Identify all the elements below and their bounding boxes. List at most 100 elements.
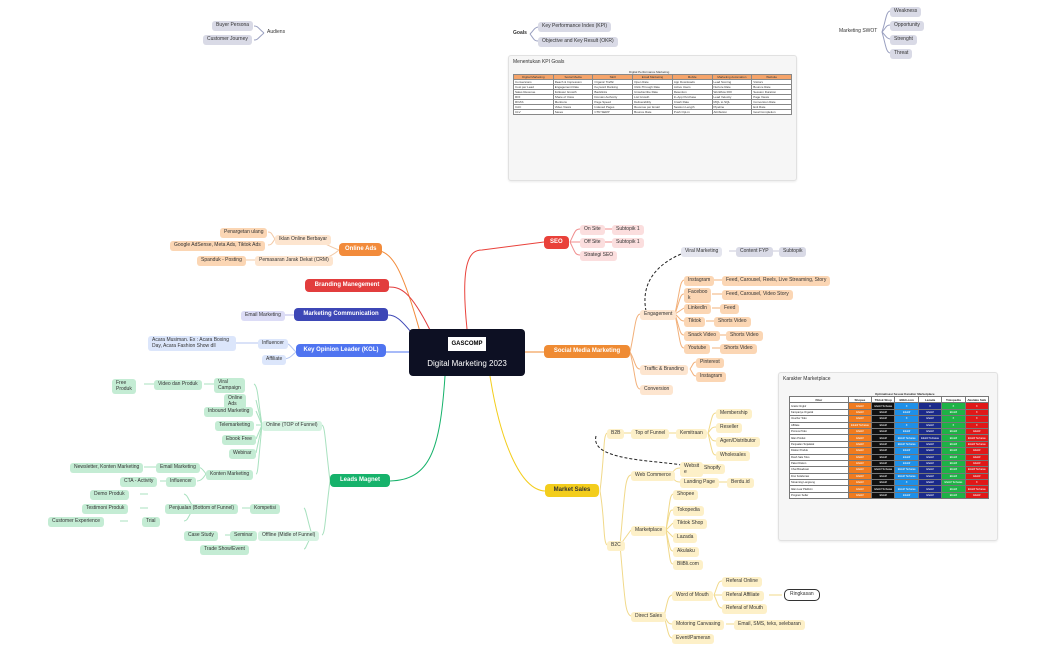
instagram-desc[interactable]: Feed, Carousel, Reels, Live Streaming, S… bbox=[722, 276, 831, 286]
tiktok-desc[interactable]: Shorts Video bbox=[714, 317, 751, 327]
telemarketing-node[interactable]: Telemarketing bbox=[215, 421, 255, 431]
subtopik-on-site[interactable]: Subtopik 1 bbox=[612, 225, 644, 235]
blibli-node[interactable]: BliBli.com bbox=[673, 560, 703, 570]
tokopedia-node[interactable]: Tokopedia bbox=[673, 506, 704, 516]
free-produk-node[interactable]: Free Produk bbox=[112, 379, 136, 394]
subtopik-off-site[interactable]: Subtopik 1 bbox=[612, 238, 644, 248]
marketplace-card[interactable]: Karakter Marketplace Optimalisasi Sesuai… bbox=[778, 372, 998, 541]
kol-node[interactable]: Key Opinion Leader (KOL) bbox=[296, 344, 386, 357]
influencer-leads-node[interactable]: Influencer bbox=[166, 477, 196, 487]
seminar-node[interactable]: Seminar bbox=[230, 531, 257, 541]
akulaku-node[interactable]: Akulaku bbox=[673, 547, 699, 557]
swot-opportunity[interactable]: Opportunity bbox=[890, 21, 924, 31]
swot-weakness[interactable]: Weakness bbox=[890, 7, 922, 17]
top-funnel-node[interactable]: Top of Funnel bbox=[631, 429, 670, 439]
customer-journey-node[interactable]: Customer Journey bbox=[203, 35, 252, 45]
b2c-node[interactable]: B2C bbox=[607, 541, 625, 551]
inbound-marketing-node[interactable]: Inbound Marketing bbox=[204, 407, 254, 417]
snack-video-node[interactable]: Snack Video bbox=[684, 331, 720, 341]
seo-node[interactable]: SEO bbox=[544, 236, 569, 249]
spanduk-node[interactable]: Spanduk - Posting bbox=[197, 256, 246, 266]
buyer-persona-node[interactable]: Buyer Persona bbox=[212, 21, 254, 31]
kpi-goals-card[interactable]: Menentukan KPI Goals Digital Performance… bbox=[508, 55, 797, 181]
shopee-node[interactable]: Shopee bbox=[673, 490, 699, 500]
swot-threat[interactable]: Threat bbox=[890, 49, 913, 59]
linkedin-node[interactable]: LinkedIn bbox=[684, 304, 711, 314]
email-marketing-leads-node[interactable]: Email Marketing bbox=[156, 463, 200, 473]
direct-sales-node[interactable]: Direct Sales bbox=[631, 612, 666, 622]
branding-node[interactable]: Branding Manegement bbox=[305, 279, 389, 292]
kemitraan-node[interactable]: Kemitraan bbox=[676, 429, 707, 439]
acara-musiman-node[interactable]: Acara Musiman. Ex : Acara Boxing Day, Ac… bbox=[148, 336, 236, 351]
swot-strength[interactable]: Strenght bbox=[890, 35, 917, 45]
influencer-node[interactable]: Influencer bbox=[258, 339, 288, 349]
leads-magnet-node[interactable]: Leads Magnet bbox=[330, 474, 390, 487]
off-site-node[interactable]: Off Site bbox=[580, 238, 605, 248]
offline-mof-node[interactable]: Offline (Midle of Funnel) bbox=[258, 531, 320, 541]
berdu-node[interactable]: Berdu.id bbox=[727, 478, 754, 488]
on-site-node[interactable]: On Site bbox=[580, 225, 605, 235]
testimoni-produk-node[interactable]: Testimoni Produk bbox=[82, 504, 129, 514]
shopify-node[interactable]: Shopify bbox=[700, 464, 725, 474]
social-media-node[interactable]: Social Media Marketing bbox=[544, 345, 630, 358]
affiliate-node[interactable]: Affiliate bbox=[262, 355, 287, 365]
reseller-node[interactable]: Reseller bbox=[716, 423, 743, 433]
cta-activity-node[interactable]: CTA - Activity bbox=[120, 477, 158, 487]
demo-produk-node[interactable]: Demo Produk bbox=[90, 490, 129, 500]
word-of-mouth-node[interactable]: Word of Mouth bbox=[672, 591, 713, 601]
facebook-desc[interactable]: Feed, Carousel, Video Story bbox=[722, 290, 793, 300]
ebook-free-node[interactable]: Ebook Free bbox=[222, 435, 256, 445]
retargeting-node[interactable]: Penargetan ulang bbox=[220, 228, 268, 238]
okr-node[interactable]: Objective and Key Result (OKR) bbox=[538, 37, 618, 47]
viral-campaign-node[interactable]: Viral Campaign bbox=[214, 378, 245, 393]
video-produk-node[interactable]: Video dan Produk bbox=[154, 380, 202, 390]
conversion-node[interactable]: Conversion bbox=[640, 385, 674, 395]
webinar-node[interactable]: Webinar bbox=[229, 449, 256, 459]
audiens-node[interactable]: Audiens bbox=[267, 29, 286, 35]
facebook-node[interactable]: Faceboo k bbox=[684, 288, 712, 303]
kompetisi-node[interactable]: Kompetisi bbox=[250, 504, 280, 514]
trade-show-node[interactable]: Trade Show/Event bbox=[200, 545, 249, 555]
marketplace-node[interactable]: Marketplace bbox=[631, 526, 667, 536]
newsletter-node[interactable]: Newsletter, Konten Marketing bbox=[70, 463, 144, 473]
instagram-node[interactable]: Instagram bbox=[684, 276, 715, 286]
strategi-seo-node[interactable]: Strategi SEO bbox=[580, 251, 618, 261]
web-commerce-node[interactable]: Web Commerce bbox=[631, 471, 676, 481]
content-fyp-node[interactable]: Content FYP bbox=[736, 247, 773, 257]
customer-experience-node[interactable]: Customer Experience bbox=[48, 517, 105, 527]
referal-affiliate-node[interactable]: Referal Affiliate bbox=[722, 591, 764, 601]
youtube-node[interactable]: Youtube bbox=[684, 344, 711, 354]
agen-distributor-node[interactable]: Agen/Distributor bbox=[716, 437, 760, 447]
lazada-node[interactable]: Lazada bbox=[673, 533, 698, 543]
email-marketing-node[interactable]: Email Marketing bbox=[241, 311, 285, 321]
iklan-online-node[interactable]: Iklan Online Berbayar bbox=[275, 235, 332, 245]
motoring-canvasing-node[interactable]: Motoring Canvasing bbox=[672, 620, 725, 630]
ringkasan-node[interactable]: Ringkasan bbox=[784, 589, 820, 601]
website-node[interactable]: Websit e bbox=[680, 462, 704, 477]
marketing-communication-node[interactable]: Marketing Communication bbox=[294, 308, 388, 321]
event-pameran-node[interactable]: Event/Pameran bbox=[672, 634, 715, 644]
marketing-swot-node[interactable]: Marketing SWOT bbox=[839, 28, 878, 34]
motoring-desc[interactable]: Email, SMS, teks, selebaran bbox=[734, 620, 805, 630]
online-ads-node[interactable]: Online Ads bbox=[339, 243, 383, 256]
pinterest-node[interactable]: Pinterest bbox=[696, 358, 724, 368]
membership-node[interactable]: Membership bbox=[716, 409, 752, 419]
market-sales-node[interactable]: Market Sales bbox=[545, 484, 599, 497]
viral-marketing-node[interactable]: Viral Marketing bbox=[681, 247, 723, 257]
goals-node[interactable]: Goals bbox=[513, 30, 527, 36]
central-topic[interactable]: GASCOMP Digital Marketing 2023 bbox=[409, 329, 525, 376]
tiktok-shop-node[interactable]: Tiktok Shop bbox=[673, 519, 708, 529]
penjualan-bof-node[interactable]: Penjualan (Bottom of Funnel) bbox=[165, 504, 239, 514]
referal-online-node[interactable]: Referal Online bbox=[722, 577, 762, 587]
snack-video-desc[interactable]: Shorts Video bbox=[726, 331, 763, 341]
tiktok-node[interactable]: Tiktok bbox=[684, 317, 706, 327]
traffic-branding-node[interactable]: Traffic & Branding bbox=[640, 365, 688, 375]
konten-marketing-node[interactable]: Konten Marketing bbox=[206, 470, 254, 480]
b2b-node[interactable]: B2B bbox=[607, 429, 625, 439]
case-study-node[interactable]: Case Study bbox=[184, 531, 218, 541]
youtube-desc[interactable]: Shorts Video bbox=[720, 344, 757, 354]
referal-mouth-node[interactable]: Referal of Mouth bbox=[722, 604, 767, 614]
trial-node[interactable]: Trial bbox=[142, 517, 160, 527]
viral-subtopik-node[interactable]: Subtopik bbox=[779, 247, 807, 257]
linkedin-desc[interactable]: Feed bbox=[720, 304, 740, 314]
